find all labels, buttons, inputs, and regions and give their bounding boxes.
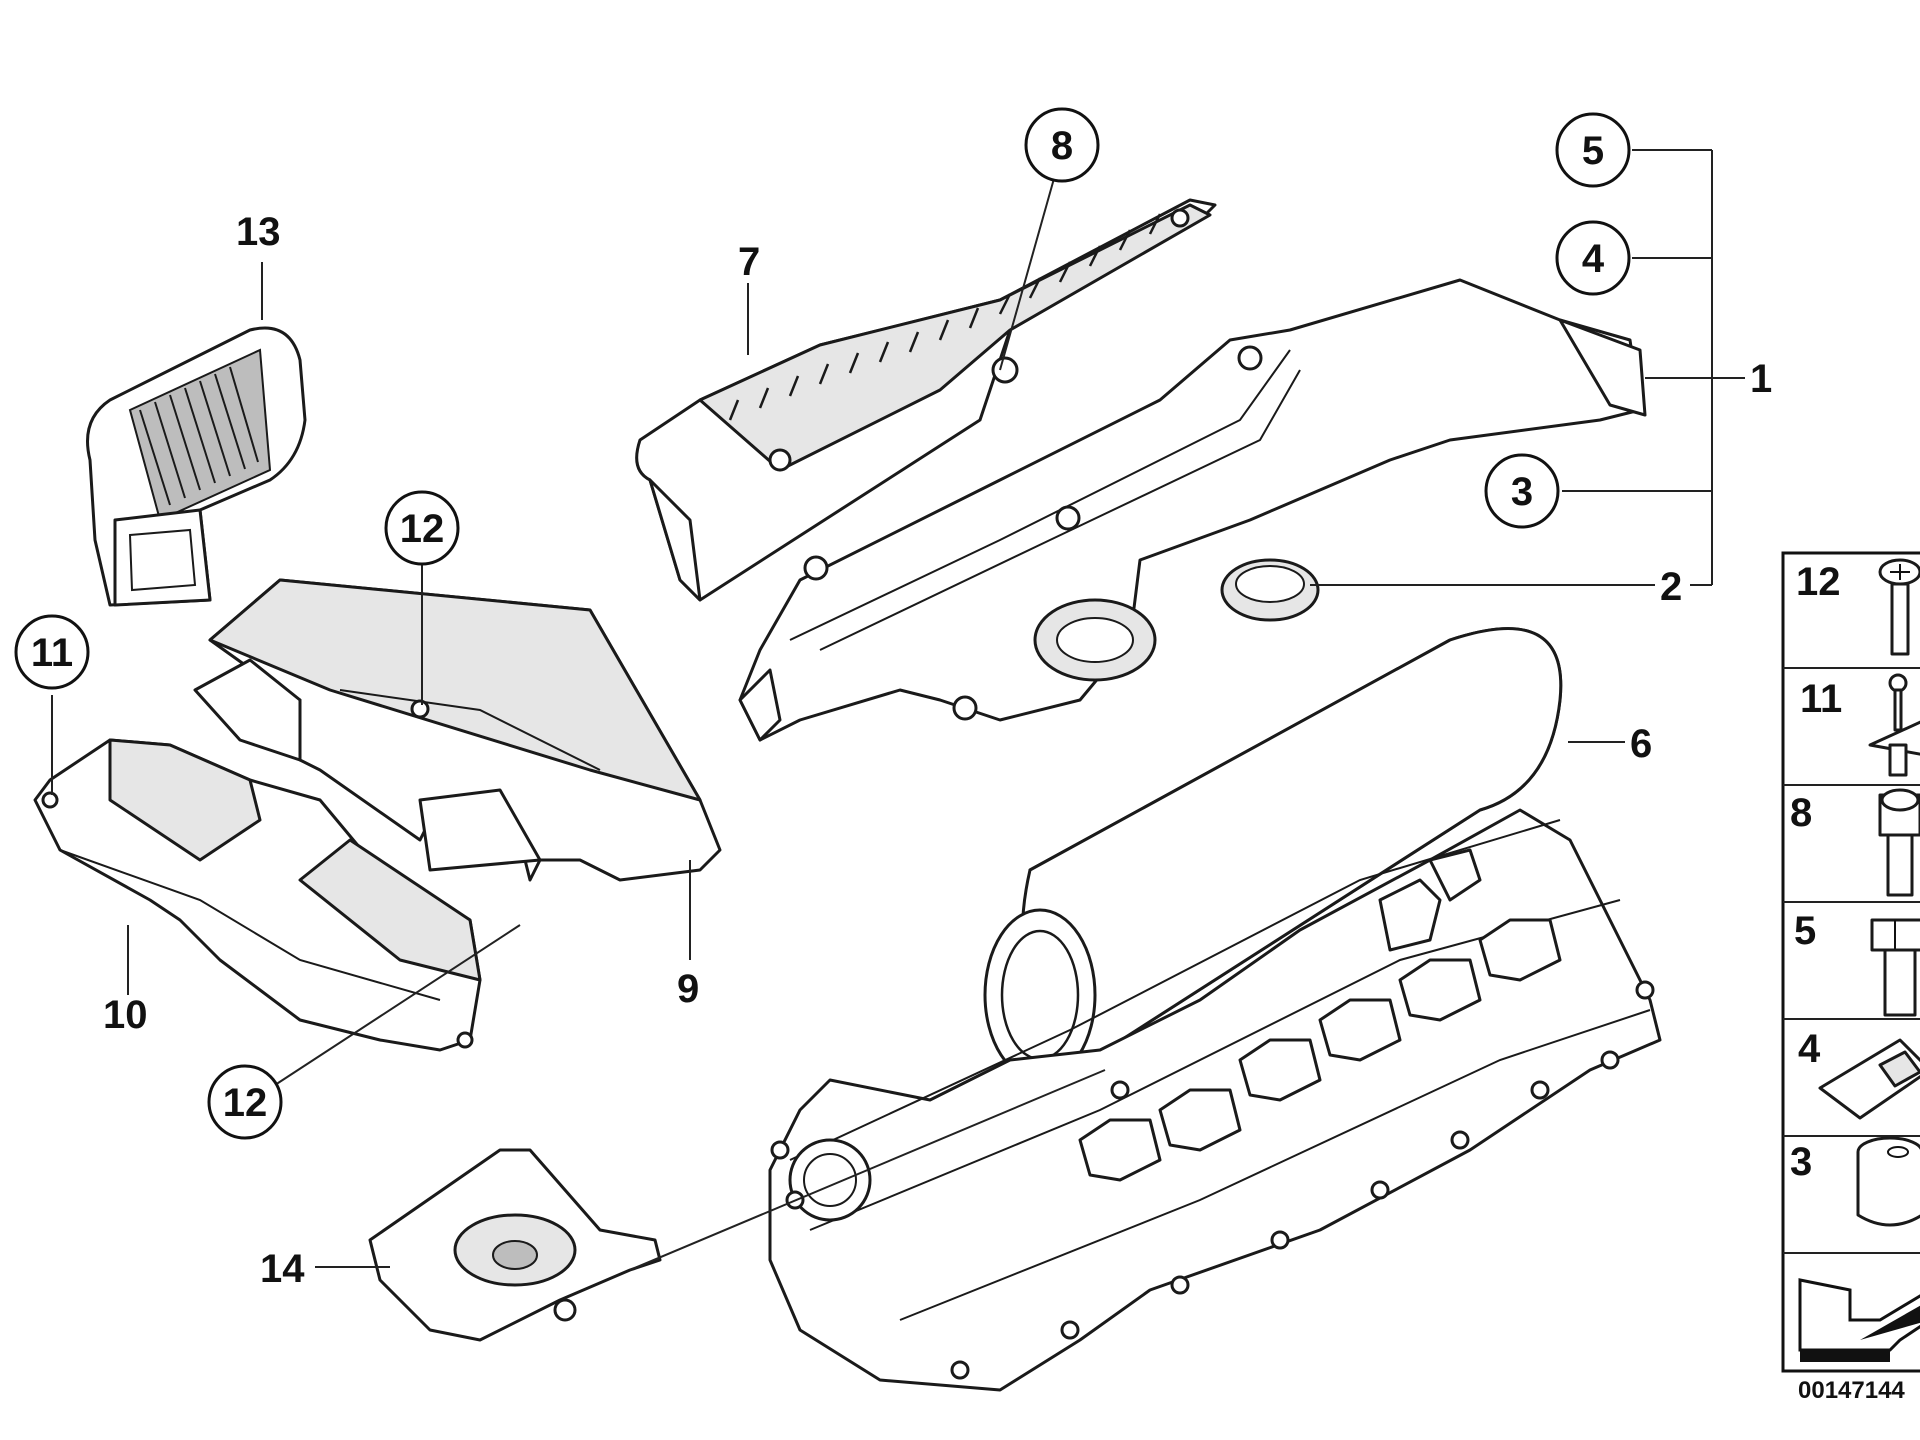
callout-9: 9 bbox=[677, 967, 699, 1011]
callout-7: 7 bbox=[738, 240, 760, 284]
part-7-intake-duct bbox=[635, 198, 1217, 602]
clip-icon bbox=[1868, 673, 1920, 777]
part-10-duct-channel bbox=[33, 738, 482, 1052]
coil-towers bbox=[1078, 848, 1562, 1182]
direction-arrow-icon bbox=[1798, 1278, 1920, 1362]
legend-item-8: 8 bbox=[1790, 791, 1812, 835]
callout-12a-circle bbox=[384, 490, 460, 566]
callout-12-top: 12 bbox=[400, 507, 445, 551]
legend-item-4: 4 bbox=[1798, 1027, 1821, 1071]
callout-3: 3 bbox=[1511, 470, 1533, 514]
nut-clip-icon bbox=[1818, 1038, 1920, 1120]
callout-4-circle bbox=[1555, 220, 1631, 296]
callout-8-circle bbox=[1024, 107, 1100, 183]
part-14-bracket bbox=[368, 1148, 662, 1342]
callout-1: 1 bbox=[1750, 357, 1772, 401]
legend-item-3: 3 bbox=[1790, 1140, 1812, 1184]
callout-12b-circle bbox=[207, 1064, 283, 1140]
callouts: 13 7 8 5 4 1 3 2 6 12 11 9 10 12 14 bbox=[14, 107, 1772, 1291]
callout-12-bottom: 12 bbox=[223, 1081, 268, 1125]
fastener-legend: 12 11 8 5 4 3 bbox=[1781, 551, 1920, 1373]
part-2-seal bbox=[1220, 558, 1320, 622]
part-1-upper-cover bbox=[738, 278, 1647, 742]
callout-5: 5 bbox=[1582, 129, 1604, 173]
legend-item-5: 5 bbox=[1794, 909, 1816, 953]
callout-11-circle bbox=[14, 614, 90, 690]
part-13-intake-hose bbox=[86, 326, 307, 607]
legend-item-12: 12 bbox=[1796, 560, 1841, 604]
cylinder-head-cover bbox=[768, 808, 1662, 1392]
callout-5-circle bbox=[1555, 112, 1631, 188]
screw-icon bbox=[1878, 558, 1920, 656]
callout-3-circle bbox=[1484, 453, 1560, 529]
callout-4: 4 bbox=[1582, 237, 1605, 281]
callout-8: 8 bbox=[1051, 124, 1073, 168]
callout-14: 14 bbox=[260, 1247, 305, 1291]
callout-10: 10 bbox=[103, 993, 148, 1037]
grommet-icon bbox=[1856, 1136, 1920, 1227]
hex-bolt-icon bbox=[1870, 918, 1920, 1017]
callout-6: 6 bbox=[1630, 722, 1652, 766]
part-6-filter-element bbox=[983, 627, 1563, 1082]
callout-13: 13 bbox=[236, 210, 281, 254]
legend-item-11: 11 bbox=[1800, 677, 1842, 721]
reference-number: 00147144 bbox=[1798, 1377, 1905, 1404]
leader-lines bbox=[51, 149, 1745, 1271]
callout-11: 11 bbox=[31, 631, 73, 675]
bolt-icon bbox=[1878, 788, 1920, 897]
callout-2: 2 bbox=[1660, 565, 1682, 609]
part-9-lower-duct bbox=[193, 578, 722, 882]
